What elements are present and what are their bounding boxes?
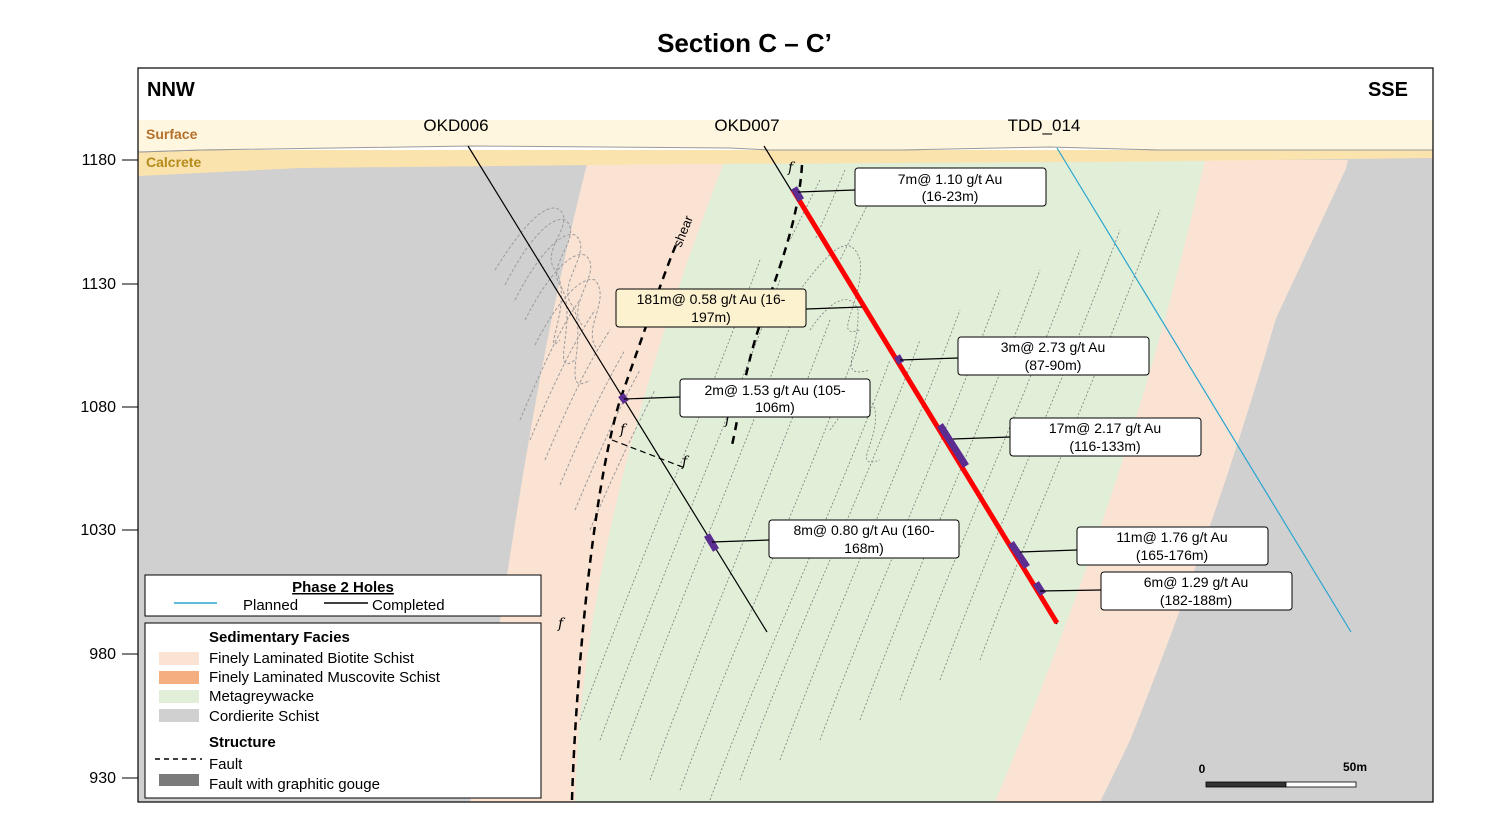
svg-text:168m): 168m) [844,540,884,556]
fault-symbol: f [724,412,733,428]
legend-facies-title: Sedimentary Facies [209,629,350,646]
legend-item: Cordierite Schist [209,708,320,725]
swatch-metagreywacke [159,690,199,703]
legend-planned-label: Planned [243,597,298,614]
legend-completed-label: Completed [372,597,445,614]
shear-fault [570,239,680,801]
legend-facies: Sedimentary Facies Finely Laminated Biot… [144,622,542,799]
scale-end-label: 50m [1343,760,1367,774]
fault-symbol: f [787,160,796,176]
legend-holes-title: Phase 2 Holes [292,579,394,596]
svg-text:8m@ 0.80 g/t Au (160-: 8m@ 0.80 g/t Au (160- [793,522,934,538]
surface-soil [138,120,1433,152]
intercept-box-highlight: 181m@ 0.58 g/t Au (16- 197m) [615,288,807,328]
intercept-box: 7m@ 1.10 g/t Au (16-23m) [854,167,1047,207]
intercept-box: 2m@ 1.53 g/t Au (105- 106m) [679,378,871,418]
section-title: Section C – C’ [657,28,832,58]
direction-left: NNW [147,79,195,101]
calcrete-band [138,146,1433,176]
svg-text:181m@ 0.58 g/t Au (16-: 181m@ 0.58 g/t Au (16- [637,291,786,307]
elevation-label: 1030 [80,522,116,539]
scale-bar: 0 50m [1199,760,1367,788]
hole-label-tdd014: TDD_014 [1008,116,1081,135]
svg-text:7m@ 1.10 g/t Au: 7m@ 1.10 g/t Au [898,171,1003,187]
svg-text:2m@ 1.53 g/t Au (105-: 2m@ 1.53 g/t Au (105- [704,382,845,398]
scale-start-label: 0 [1199,762,1206,776]
cordierite-schist-right [1100,160,1433,802]
minor-fault [611,439,686,469]
svg-text:(182-188m): (182-188m) [1160,592,1232,608]
intercept-box: 3m@ 2.73 g/t Au (87-90m) [957,336,1150,376]
fault-symbol: f [681,454,690,470]
intercept-box: 11m@ 1.76 g/t Au (165-176m) [1076,526,1269,566]
section-frame [137,67,1434,803]
fault-symbol: f [619,422,628,438]
biotite-schist-band-right [995,160,1318,802]
swatch-cordierite-schist [159,709,199,722]
svg-text:3m@ 2.73 g/t Au: 3m@ 2.73 g/t Au [1001,339,1106,355]
foliation-traces-left [494,207,656,531]
intercept-box: 6m@ 1.29 g/t Au (182-188m) [1100,571,1293,611]
svg-text:197m): 197m) [691,309,731,325]
calcrete-label: Calcrete [146,154,201,170]
drillhole-okd006-trace [467,145,768,633]
hole-label-okd007: OKD007 [714,116,779,135]
legend-item: Finely Laminated Muscovite Schist [209,669,441,686]
elevation-label: 1080 [80,399,116,416]
leader-lines [623,189,1102,592]
legend-item: Fault [209,756,243,773]
svg-text:(165-176m): (165-176m) [1136,547,1208,563]
intercept-callouts: 7m@ 1.10 g/t Au (16-23m) 181m@ 0.58 g/t … [615,167,1293,611]
assay-marks [618,186,1046,596]
elevation-label: 980 [89,646,116,663]
legend-item: Metagreywacke [209,688,314,705]
swatch-biotite-schist [159,652,199,665]
elevation-label: 1130 [82,276,117,293]
elevation-label: 1180 [82,152,117,169]
surface-label: Surface [146,126,198,142]
svg-text:17m@ 2.17 g/t Au: 17m@ 2.17 g/t Au [1049,420,1161,436]
legend-structure-title: Structure [209,734,276,751]
svg-text:(87-90m): (87-90m) [1025,357,1082,373]
intercept-box: 8m@ 0.80 g/t Au (160- 168m) [768,519,960,559]
svg-text:106m): 106m) [755,399,795,415]
elevation-axis: 1180 1130 1080 1030 980 930 [80,152,138,787]
hole-label-okd006: OKD006 [423,116,488,135]
intercept-box: 17m@ 2.17 g/t Au (116-133m) [1009,417,1202,457]
geology-units: f f f f f shear [138,68,1433,802]
svg-text:11m@ 1.76 g/t Au: 11m@ 1.76 g/t Au [1116,529,1227,545]
svg-text:(16-23m): (16-23m) [922,188,979,204]
swatch-muscovite-schist [159,671,199,684]
legend-item: Fault with graphitic gouge [209,776,380,793]
legend-holes: Phase 2 Holes Planned Completed [144,574,542,617]
svg-text:(116-133m): (116-133m) [1069,438,1140,454]
svg-text:6m@ 1.29 g/t Au: 6m@ 1.29 g/t Au [1144,574,1249,590]
fault-symbol: f [557,616,566,632]
drillhole-tdd014-trace [1056,147,1352,633]
swatch-graphitic-gouge [159,774,199,786]
elevation-label: 930 [89,770,116,787]
direction-right: SSE [1368,79,1408,101]
legend-item: Finely Laminated Biotite Schist [209,650,415,667]
foliation-traces-metagreywacke [579,169,1161,801]
